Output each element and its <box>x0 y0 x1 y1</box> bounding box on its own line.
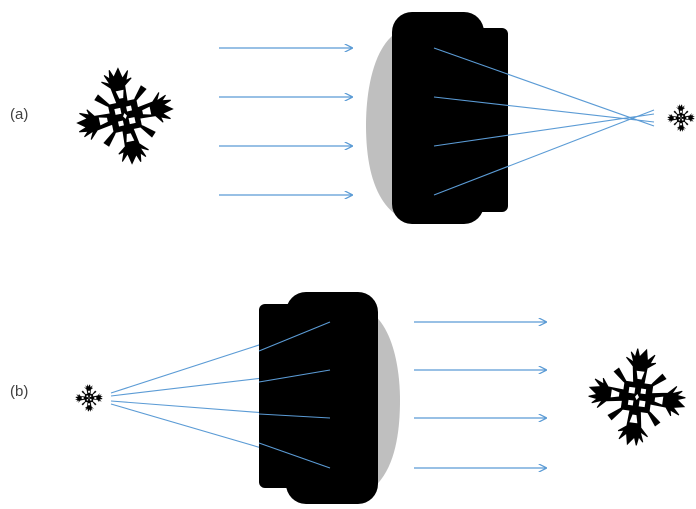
panel-b-label: (b) <box>10 383 29 400</box>
incoming-rays <box>219 48 352 195</box>
panel-a-label: (a) <box>10 106 29 123</box>
output-snowflake-icon <box>583 343 691 451</box>
panel-a <box>68 12 694 224</box>
ray-converge-4 <box>433 109 655 196</box>
interior-ray-2 <box>258 369 331 383</box>
camera-lens-reversed <box>259 292 400 504</box>
lens-barrel-rear <box>460 28 508 212</box>
ray-converge-2 <box>433 96 655 123</box>
interior-ray-1 <box>258 321 331 352</box>
ray-converge-3 <box>433 113 655 147</box>
lens-barrel-front-reversed <box>286 292 378 504</box>
camera-lens <box>366 12 508 224</box>
outgoing-rays <box>414 322 546 468</box>
interior-rays <box>258 321 331 469</box>
interior-ray-3 <box>258 413 331 419</box>
converging-rays <box>433 47 655 196</box>
image-snowflake-icon <box>668 105 695 132</box>
interior-ray-4 <box>258 442 331 469</box>
panel-b <box>76 292 692 504</box>
object-snowflake-icon <box>68 59 182 173</box>
source-snowflake-icon <box>76 385 103 412</box>
ray-converge-1 <box>433 47 655 127</box>
